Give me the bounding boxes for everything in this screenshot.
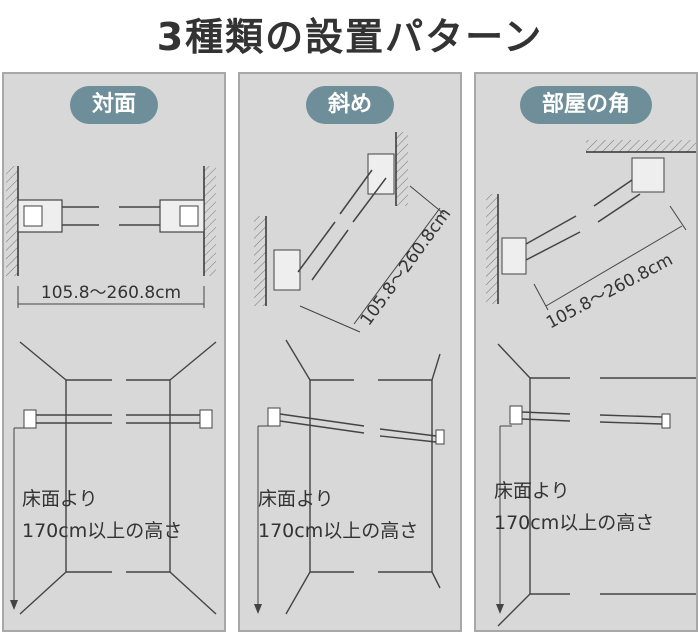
room-perspective [497, 343, 696, 627]
dimension-label: 105.8～260.8cm [357, 204, 456, 329]
upper-wall [395, 132, 408, 206]
pattern-label: 部屋の角 [519, 86, 653, 124]
dimension-line [17, 286, 205, 308]
rod-top-view [17, 199, 205, 233]
dimension-line [533, 205, 687, 311]
height-note-line2: 170cm以上の高さ [258, 520, 419, 542]
diagonal-diagram: 105.8～260.8cm [254, 132, 456, 615]
right-wall [203, 166, 216, 276]
pattern-panel-facing: 105.8～260.8cm 対面 [2, 72, 226, 632]
ceiling-wall [586, 140, 696, 153]
rod-perspective [509, 405, 671, 429]
room-perspective [285, 339, 441, 615]
height-arrow [10, 427, 26, 610]
rod-top-view [501, 157, 665, 275]
dimension-line [299, 185, 445, 333]
facing-diagram: 105.8～260.8cm [6, 166, 217, 615]
page-title: 3種類の設置パターン [156, 15, 544, 59]
height-note-line1: 床面より [22, 488, 98, 510]
pattern-panel-corner: 105.8～260.8cm 部屋の角 床面より 170cm以上の高さ [474, 72, 698, 632]
pattern-label: 対面 [69, 86, 159, 124]
height-note-line2: 170cm以上の高さ [494, 512, 655, 534]
height-arrow [254, 425, 270, 614]
left-wall [6, 166, 19, 276]
height-note-line1: 床面より [494, 480, 570, 502]
dimension-label: 105.8～260.8cm [41, 283, 181, 303]
left-wall [254, 216, 267, 306]
rod-perspective [23, 409, 213, 429]
left-wall [486, 194, 499, 304]
height-note-line2: 170cm以上の高さ [22, 520, 183, 542]
room-perspective [19, 341, 217, 615]
corner-diagram: 105.8～260.8cm [486, 140, 696, 627]
rod-top-view [273, 153, 395, 291]
rod-perspective [267, 407, 445, 445]
dimension-label: 105.8～260.8cm [543, 250, 676, 334]
height-arrow [496, 425, 512, 614]
height-note-line1: 床面より [258, 488, 334, 510]
pattern-label: 斜め [305, 86, 395, 124]
pattern-panel-diagonal: 105.8～260.8cm 斜め [238, 72, 462, 632]
